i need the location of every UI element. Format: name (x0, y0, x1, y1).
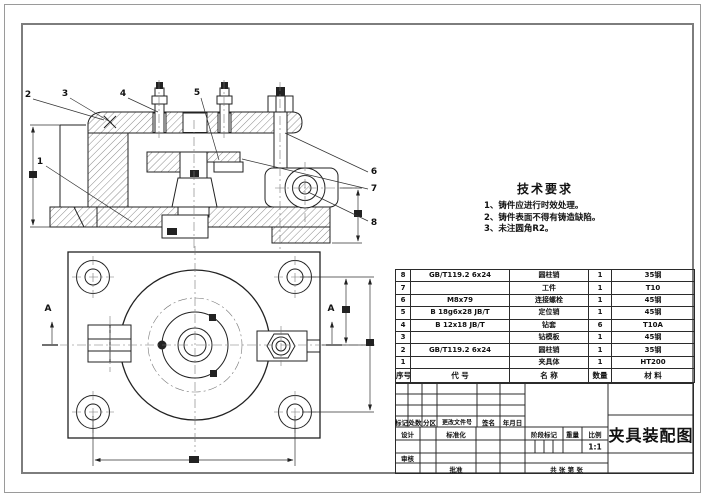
bom-header-seq: 序号 (395, 368, 411, 384)
bom-part-name: 钻模板 (509, 330, 589, 345)
sheet-inner-frame (21, 23, 694, 474)
revision-header-zone: 分区 (423, 418, 436, 427)
revision-header-mark: 标记 (395, 418, 408, 427)
bom-seq: 7 (395, 281, 411, 295)
sheet-count-label: 共 张 第 张 (550, 465, 583, 474)
technical-requirements-title: 技术要求 (516, 182, 573, 196)
bom-material: 35钢 (611, 343, 695, 357)
standardize-label: 标准化 (446, 430, 466, 439)
bom-header-qty: 数量 (588, 368, 612, 384)
bom-code (410, 355, 510, 370)
bom-header-code: 代 号 (410, 368, 510, 384)
bom-seq: 8 (395, 268, 411, 283)
technical-requirement-item: 1、铸件应进行时效处理。 (484, 201, 584, 211)
callout-1: 1 (36, 157, 44, 167)
bom-material: 35钢 (611, 268, 695, 283)
technical-requirements: 技术要求 1、铸件应进行时效处理。 2、铸件表面不得有铸造缺陷。 3、未注圆角R… (450, 180, 640, 236)
bom-qty: 1 (588, 343, 612, 357)
bom-qty: 1 (588, 281, 612, 295)
bom-qty: 1 (588, 355, 612, 370)
design-label: 设计 (401, 430, 414, 439)
bom-qty: 6 (588, 318, 612, 332)
callout-3: 3 (61, 89, 69, 99)
drawing-title: 夹具装配图 (608, 426, 694, 445)
sheet-outer-border (4, 4, 701, 493)
section-label-a-left: A (44, 304, 52, 314)
bom-part-name: 连接螺栓 (509, 293, 589, 308)
bom-header-row: 序号代 号名 称数量材 料 (395, 368, 695, 384)
bom-material: T10 (611, 281, 695, 295)
bom-part-name: 圆柱销 (509, 343, 589, 357)
scale-value: 1:1 (588, 442, 602, 451)
bom-part-name: 钻套 (509, 318, 589, 332)
bom-material: 45钢 (611, 293, 695, 308)
callout-6: 6 (370, 167, 378, 177)
revision-header-docno: 更改文件号 (441, 419, 473, 426)
technical-requirement-item: 3、未注圆角R2。 (484, 224, 554, 234)
bom-code: GB/T119.2 6x24 (410, 343, 510, 357)
bom-seq: 1 (395, 355, 411, 370)
callout-7: 7 (370, 184, 378, 194)
stage-mark-label: 阶段标记 (531, 430, 557, 439)
scale-label: 比例 (588, 430, 602, 439)
bom-part-name: 圆柱销 (509, 268, 589, 283)
bom-qty: 1 (588, 306, 612, 320)
section-label-a-right: A (327, 304, 335, 314)
bom-seq: 3 (395, 330, 411, 345)
bom-seq: 5 (395, 306, 411, 320)
review-label: 审核 (401, 455, 414, 463)
bom-material: 45钢 (611, 330, 695, 345)
bom-code: M8x79 (410, 293, 510, 308)
technical-requirement-item: 2、铸件表面不得有铸造缺陷。 (484, 212, 601, 223)
bom-material: 45钢 (611, 306, 695, 320)
callout-8: 8 (370, 218, 378, 228)
corner-hole (72, 256, 114, 298)
top-view (42, 246, 375, 466)
bom-code: GB/T119.2 6x24 (410, 268, 510, 283)
bom-seq: 2 (395, 343, 411, 357)
revision-header-count: 处数 (408, 418, 422, 427)
bom-code (410, 330, 510, 345)
title-block: 标记 处数 分区 更改文件号 签名 年月日 设计 标准化 审核 批准 阶段标记 … (395, 383, 694, 474)
revision-header-signature: 签名 (482, 418, 495, 427)
weight-label: 重量 (566, 430, 579, 439)
bom-material: HT200 (611, 355, 695, 370)
bom-part-name: 工件 (509, 281, 589, 295)
callout-5: 5 (193, 88, 201, 98)
callout-4: 4 (119, 89, 127, 99)
bom-part-name: 定位销 (509, 306, 589, 320)
bom-material: T10A (611, 318, 695, 332)
bom-part-name: 夹具体 (509, 355, 589, 370)
bom-code (410, 281, 510, 295)
title-block-grid (395, 383, 694, 474)
bom-code: B 18g6x28 JB/T (410, 306, 510, 320)
approve-label: 批准 (449, 465, 463, 474)
bom-seq: 6 (395, 293, 411, 308)
bom-qty: 1 (588, 268, 612, 283)
bom-qty: 1 (588, 330, 612, 345)
bom-header-material: 材 料 (611, 368, 695, 384)
bom-header-name: 名 称 (509, 368, 589, 384)
section-view (29, 80, 369, 250)
bom-code: B 12x18 JB/T (410, 318, 510, 332)
revision-header-date: 年月日 (502, 418, 523, 427)
callout-2: 2 (24, 90, 32, 100)
bom-qty: 1 (588, 293, 612, 308)
bom-seq: 4 (395, 318, 411, 332)
